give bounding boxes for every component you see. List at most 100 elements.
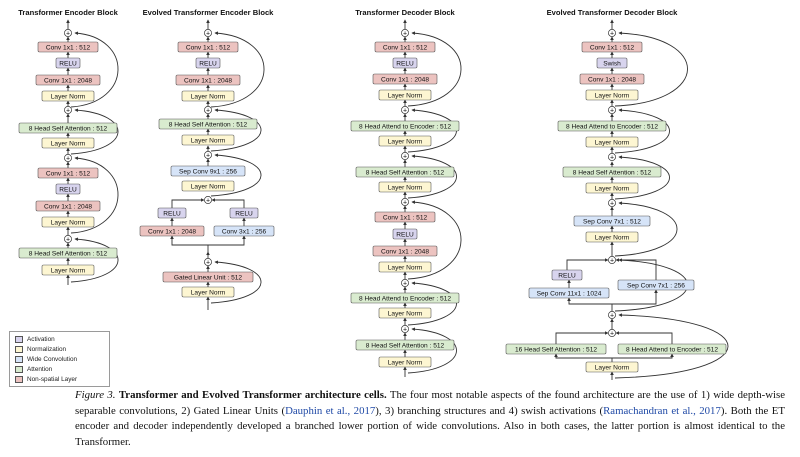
layer-norm: Layer Norm [378,261,432,273]
conv-1x1-2048-label: Conv 1x1 : 2048 [184,77,232,84]
add-node: + [204,258,212,267]
add-node-symbol: + [66,237,70,244]
caption-text: ). Both the ET encoder and decoder indep… [75,404,785,448]
layer-norm-label: Layer Norm [388,92,423,99]
conv-1x1-2048-label: Conv 1x1 : 2048 [44,203,92,210]
figure-caption: Figure 3. Transformer and Evolved Transf… [75,388,785,450]
relu-label: RELU [396,231,414,238]
add-node: + [64,29,72,38]
skip-connection [70,156,119,234]
relu: RELU [55,57,81,69]
citation-link[interactable]: Ramachandran et al., 2017 [603,404,721,417]
conv-3x1-256-label: Conv 3x1 : 256 [222,228,267,235]
relu: RELU [392,57,418,69]
relu: RELU [157,207,187,219]
add-node: + [64,154,72,163]
skip-connection [407,31,462,107]
gated-linear-unit-label: Gated Linear Unit : 512 [174,274,243,281]
conv-1x1-512: Conv 1x1 : 512 [37,167,99,179]
attention-8-head-self: 8 Head Self Attention : 512 [355,166,455,178]
skip-connection [615,258,657,280]
conv-1x1-512-label: Conv 1x1 : 512 [383,214,428,221]
legend-item-wide-convolution: Wide Convolution [15,355,77,364]
layer-norm: Layer Norm [181,134,235,146]
attention-8-head-self: 8 Head Self Attention : 512 [355,339,455,351]
conv-1x1-2048-label: Conv 1x1 : 2048 [588,76,636,83]
skip-connection [70,31,119,108]
layer-norm: Layer Norm [378,307,432,319]
layer-norm-label: Layer Norm [595,364,630,371]
legend-label: Attention [27,366,53,373]
layer-norm: Layer Norm [41,137,95,149]
layer-norm: Layer Norm [585,231,639,243]
sep-conv-7x1-512-label: Sep Conv 7x1 : 512 [583,218,641,225]
conv-1x1-2048: Conv 1x1 : 2048 [372,73,438,85]
caption-figure-label: Figure 3. [75,389,116,401]
conv-1x1-2048: Conv 1x1 : 2048 [35,200,101,212]
skip-connection [210,108,262,152]
skip-connection [612,289,658,305]
attention-8-head-attend-encoder-label: 8 Head Attend to Encoder : 512 [566,123,658,130]
conv-1x1-2048-label: Conv 1x1 : 2048 [148,228,196,235]
legend-swatch-attention [15,366,23,373]
skip-connection [210,153,262,197]
add-node: + [64,106,72,115]
layer-norm: Layer Norm [585,89,639,101]
legend: Activation Normalization Wide Convolutio… [9,331,110,387]
add-node-symbol: + [610,313,614,320]
add-node-symbol: + [403,154,407,161]
skip-connection [407,200,462,280]
conv-1x1-512-label: Conv 1x1 : 512 [46,170,91,177]
swish: Swish [596,57,628,69]
attention-8-head-self-label: 8 Head Self Attention : 512 [29,250,108,257]
add-node-symbol: + [66,108,70,115]
skip-connection [567,297,612,305]
layer-norm-label: Layer Norm [191,289,226,296]
skip-connection [70,108,119,155]
skip-connection [614,313,729,379]
conv-1x1-512: Conv 1x1 : 512 [177,41,239,53]
layer-norm: Layer Norm [378,356,432,368]
add-node: + [401,198,409,207]
legend-label: Non-spatial Layer [27,376,78,383]
add-node-symbol: + [610,31,614,38]
gated-linear-unit: Gated Linear Unit : 512 [162,271,254,283]
conv-1x1-512-label: Conv 1x1 : 512 [383,44,428,51]
layer-norm: Layer Norm [41,90,95,102]
relu-label: RELU [199,60,217,67]
add-node-symbol: + [66,31,70,38]
relu: RELU [55,183,81,195]
layer-norm-label: Layer Norm [595,92,630,99]
layer-norm: Layer Norm [585,136,639,148]
add-node: + [401,152,409,161]
layer-norm-label: Layer Norm [51,219,86,226]
relu: RELU [392,228,418,240]
layer-norm-label: Layer Norm [388,138,423,145]
layer-norm: Layer Norm [378,181,432,193]
skip-connection [614,108,670,154]
layer-norm: Layer Norm [378,135,432,147]
relu: RELU [195,57,221,69]
attention-16-head-self: 16 Head Self Attention : 512 [505,343,607,355]
legend-swatch-normalization [15,346,23,353]
title-evolved-encoder: Evolved Transformer Encoder Block [143,8,275,17]
conv-1x1-512: Conv 1x1 : 512 [374,211,436,223]
add-node: + [608,329,616,338]
conv-1x1-512: Conv 1x1 : 512 [37,41,99,53]
citation-link[interactable]: Dauphin et al., 2017 [285,404,376,417]
skip-connection [208,235,246,246]
relu-label: RELU [558,272,576,279]
conv-1x1-2048: Conv 1x1 : 2048 [372,245,438,257]
layer-norm-label: Layer Norm [388,359,423,366]
skip-connection [407,281,457,326]
caption-title: Transformer and Evolved Transformer arch… [118,389,387,401]
legend-label: Wide Convolution [27,356,78,363]
relu: RELU [551,269,583,281]
add-node: + [401,106,409,115]
add-node-symbol: + [206,153,210,160]
layer-norm: Layer Norm [41,216,95,228]
attention-8-head-self-label: 8 Head Self Attention : 512 [366,169,445,176]
skip-connection [555,331,609,344]
add-node-symbol: + [403,200,407,207]
add-node: + [608,106,616,115]
